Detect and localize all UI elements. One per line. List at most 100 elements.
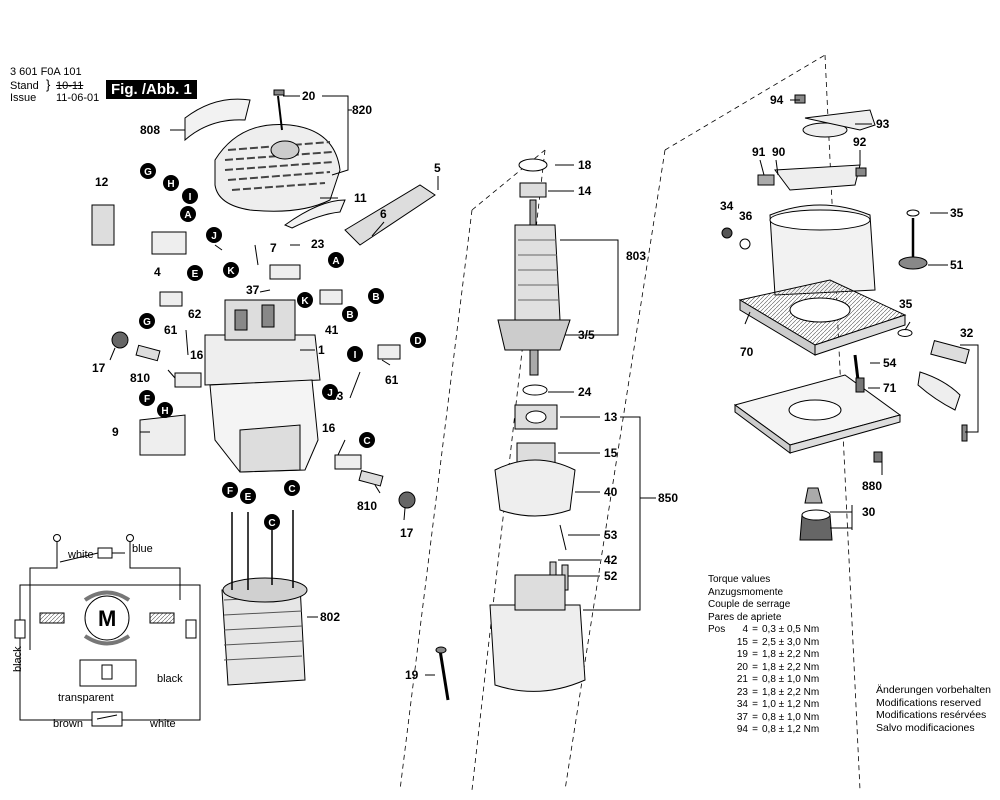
svg-text:G: G: [143, 317, 151, 328]
part-number: 6: [380, 207, 387, 221]
torque-title: Couple de serrage: [708, 599, 791, 610]
svg-text:F: F: [227, 486, 233, 497]
svg-text:K: K: [227, 266, 235, 277]
connector-badge: E: [240, 488, 256, 504]
torque-row: 23=1,8 ± 2,2 Nm: [708, 687, 819, 700]
svg-text:D: D: [414, 336, 421, 347]
part-number: 91: [752, 145, 766, 159]
connector-badge: A: [180, 206, 196, 222]
torque-value: 0,8 ± 1,0 Nm: [762, 674, 820, 685]
svg-text:F: F: [144, 394, 150, 405]
torque-value: 1,0 ± 1,2 Nm: [762, 699, 820, 710]
document-number: 3 601 F0A 101: [10, 66, 82, 78]
svg-text:I: I: [354, 350, 357, 361]
torque-value: 1,8 ± 2,2 Nm: [762, 686, 820, 698]
connector-badge: G: [139, 313, 155, 329]
part-number: 35: [950, 206, 964, 220]
connector-badge: A: [328, 252, 344, 268]
part-number: 61: [385, 373, 399, 387]
base-assembly: [721, 94, 970, 541]
modifications-note: Änderungen vorbehalten Modifications res…: [876, 684, 991, 734]
connector-badge: D: [410, 332, 426, 348]
part-number: 70: [740, 345, 754, 359]
svg-text:C: C: [288, 484, 295, 495]
wire-label-black: black: [157, 673, 183, 685]
issue-label: Issue: [10, 92, 37, 104]
stand-label: Stand: [10, 80, 39, 92]
svg-text:I: I: [189, 192, 192, 203]
part-number: 54: [883, 356, 897, 370]
svg-text:C: C: [363, 436, 370, 447]
wire-label-transparent: transparent: [58, 692, 114, 704]
issue-value: 11-06-01: [56, 92, 100, 104]
part-number: 36: [739, 209, 753, 223]
part-number: 17: [400, 526, 414, 540]
torque-title: Torque values: [708, 574, 771, 585]
part-number: 11: [354, 191, 367, 205]
connector-badge: F: [222, 482, 238, 498]
part-number: 62: [188, 307, 202, 321]
connector-badge: F: [139, 390, 155, 406]
part-number: 5: [434, 161, 441, 175]
connector-badge: J: [322, 384, 338, 400]
connector-badge: I: [182, 188, 198, 204]
torque-pos: 19: [736, 649, 748, 660]
part-number: 90: [772, 145, 786, 159]
part-number: 15: [604, 446, 618, 460]
connector-badge: J: [206, 227, 222, 243]
part-number: 61: [164, 323, 178, 337]
part-number: 16: [322, 421, 336, 435]
part-number: 13: [604, 410, 618, 424]
wire-label-black-left: black: [12, 646, 24, 672]
part-number: 14: [578, 184, 592, 198]
part-number: 17: [92, 361, 106, 375]
part-number: 12: [95, 175, 109, 189]
part-number: 52: [604, 569, 618, 583]
connector-badge: B: [342, 306, 358, 322]
part-number: 810: [130, 371, 150, 385]
part-number: 808: [140, 123, 160, 137]
part-number: 93: [876, 117, 890, 131]
part-number: 37: [246, 283, 260, 297]
torque-value: 1,8 ± 2,2 Nm: [762, 661, 820, 673]
figure-label: Fig. /Abb. 1: [106, 80, 197, 99]
svg-text:G: G: [144, 167, 152, 178]
wire-label-white: white: [67, 549, 94, 561]
torque-pos: 94: [736, 724, 748, 735]
torque-pos: 21: [736, 674, 748, 685]
wiring-schematic: [14, 534, 201, 727]
connector-badge: K: [223, 262, 239, 278]
connector-badge: B: [368, 288, 384, 304]
torque-value: 2,5 ± 3,0 Nm: [762, 636, 820, 648]
connector-badge: H: [157, 402, 173, 418]
torque-value: 0,8 ± 1,0 Nm: [762, 711, 820, 723]
part-number: 7: [270, 241, 277, 255]
part-number: 24: [578, 385, 592, 399]
part-number: 92: [853, 135, 867, 149]
torque-pos: 34: [736, 699, 748, 710]
part-number: 41: [325, 323, 339, 337]
svg-text:C: C: [268, 518, 275, 529]
brace-glyph: }: [46, 77, 51, 92]
part-number: 30: [862, 505, 876, 519]
part-number: 16: [190, 348, 204, 362]
part-number: 3/5: [578, 328, 595, 342]
modifications-line: Salvo modificaciones: [876, 721, 975, 734]
torque-row: 20=1,8 ± 2,2 Nm: [708, 662, 819, 675]
part-number: 4: [154, 265, 161, 279]
armature-stack: [435, 158, 586, 701]
svg-text:A: A: [184, 210, 191, 221]
motor-housing: [204, 299, 321, 473]
stand-value: 10-11: [56, 80, 84, 92]
connector-badge: I: [347, 346, 363, 362]
torque-pos: 20: [736, 661, 748, 673]
torque-row: 94=0,8 ± 1,2 Nm: [708, 724, 819, 737]
torque-value: 0,8 ± 1,2 Nm: [762, 724, 820, 735]
part-number: 51: [950, 258, 964, 272]
svg-text:J: J: [211, 231, 217, 242]
torque-pos: 15: [736, 636, 748, 648]
part-number: 40: [604, 485, 618, 499]
